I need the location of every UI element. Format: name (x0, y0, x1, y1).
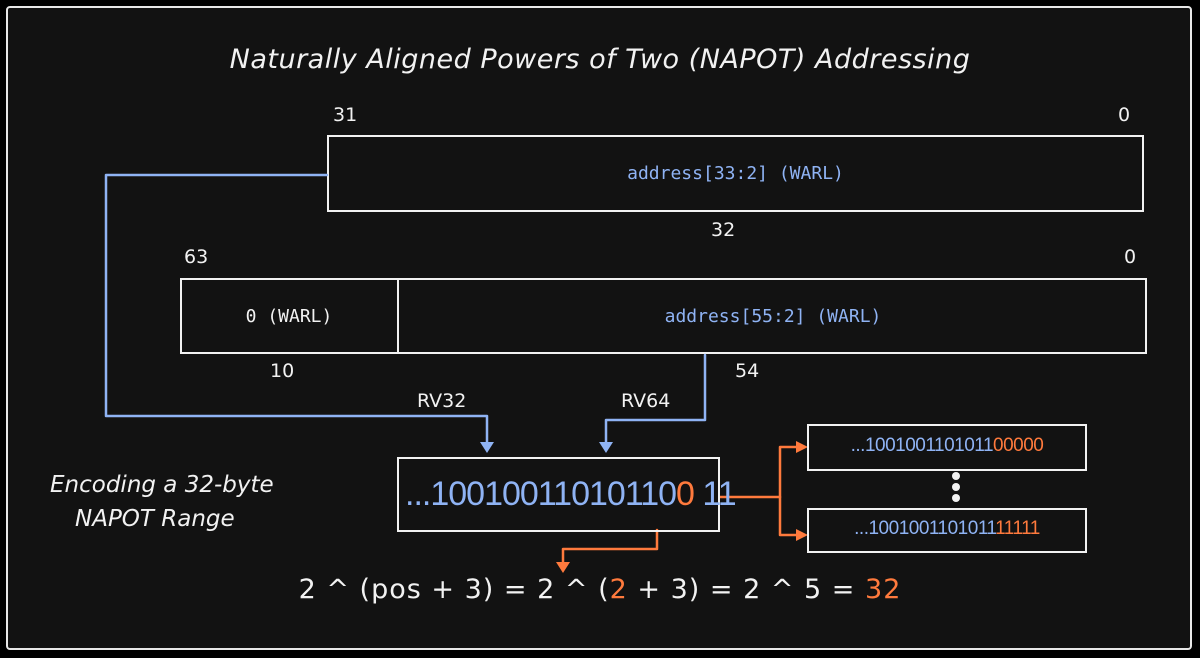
encoding-caption-line1: Encoding a 32-byte (50, 472, 274, 498)
diagram-frame (6, 6, 1192, 650)
diagram-title: Naturally Aligned Powers of Two (NAPOT) … (229, 44, 971, 75)
rv64-register-box (180, 278, 1147, 354)
encoded-value-prefix: ...10010011010110 (405, 475, 677, 513)
position-connector (561, 528, 659, 565)
size-formula: 2 ^ (pos + 3) = 2 ^ (2 + 3) = 2 ^ 5 = 32 (0, 574, 1200, 605)
range-low-prefix: ...1001001101011 (850, 435, 994, 456)
range-high-arrowhead (796, 529, 808, 541)
range-high-suffix: 11111 (995, 518, 1040, 539)
range-low-connector (718, 445, 800, 499)
encoding-caption-line2: NAPOT Range (75, 506, 235, 532)
rv32-connector (104, 173, 489, 444)
formula-pos-value: 2 (609, 574, 628, 605)
range-high-prefix: ...1001001101011 (854, 518, 996, 539)
formula-part1: 2 ^ (pos + 3) = 2 ^ ( (298, 574, 610, 605)
encoded-value: ...100100110101100 11 (405, 475, 737, 514)
range-low-box (807, 424, 1087, 471)
range-high-value: ...100100110101111111 (807, 518, 1087, 540)
range-high-connector (778, 495, 800, 537)
rv32-lsb-label: 0 (1118, 104, 1131, 126)
rv32-width-label: 32 (711, 219, 736, 241)
rv32-address-field: address[33:2] (WARL) (627, 163, 844, 184)
rv64-msb-label: 63 (184, 246, 209, 268)
range-low-suffix: 00000 (993, 435, 1044, 456)
range-low-value: ...100100110101100000 (807, 435, 1087, 457)
range-low-arrowhead (796, 441, 808, 453)
rv32-arrowhead (480, 442, 494, 453)
encoded-value-box (397, 457, 720, 532)
rv64-upper-width-label: 10 (270, 360, 295, 382)
rv64-lower-width-label: 54 (735, 360, 760, 382)
rv64-lsb-label: 0 (1124, 246, 1137, 268)
formula-part2: + 3) = 2 ^ 5 = (627, 574, 866, 605)
rv64-arrowhead (599, 442, 613, 453)
rv64-field-divider (397, 279, 399, 353)
rv32-msb-label: 31 (333, 104, 358, 126)
formula-result: 32 (865, 574, 902, 605)
rv32-arrow-label: RV32 (417, 390, 467, 412)
rv32-register-box (327, 135, 1144, 212)
rv64-address-field: address[55:2] (WARL) (664, 306, 882, 327)
ellipsis-dots (952, 472, 960, 502)
encoded-value-suffix: 11 (693, 475, 736, 513)
encoded-value-zero: 0 (676, 475, 695, 513)
rv64-connector (604, 353, 707, 444)
range-high-box (807, 508, 1087, 553)
rv64-arrow-label: RV64 (621, 390, 671, 412)
rv64-upper-field: 0 (WARL) (245, 306, 333, 327)
position-arrowhead (556, 562, 570, 573)
